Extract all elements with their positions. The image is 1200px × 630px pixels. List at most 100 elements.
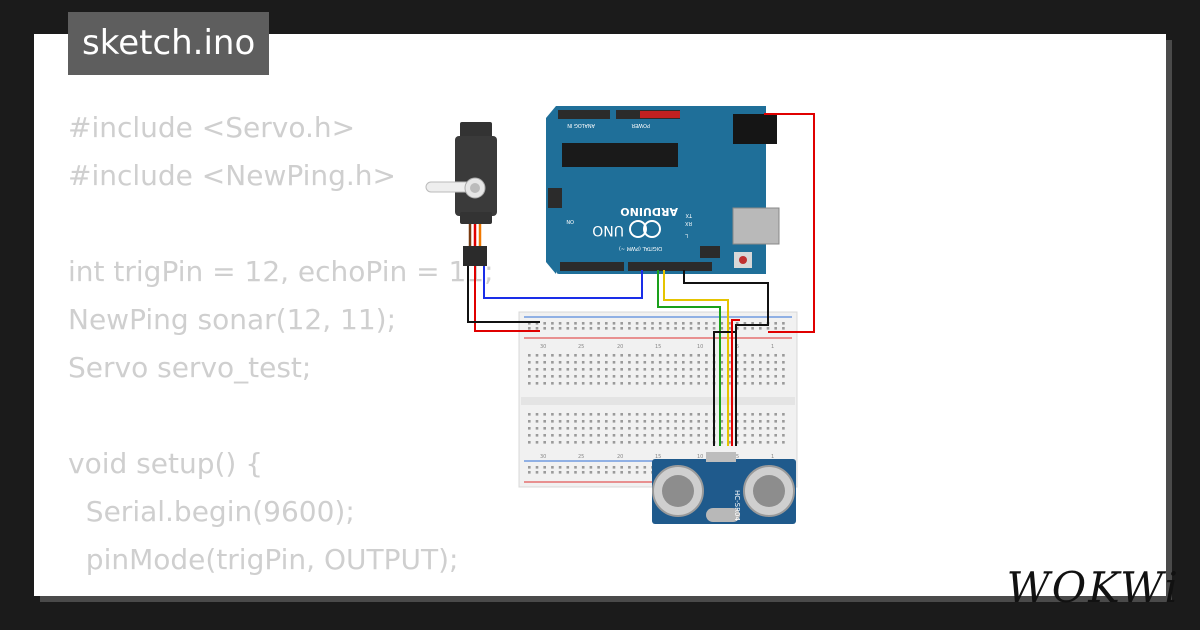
breadboard-hole	[528, 382, 531, 385]
breadboard-hole	[628, 354, 631, 357]
breadboard-hole	[735, 441, 739, 444]
l-label: L	[685, 232, 688, 238]
breadboard-hole	[628, 420, 631, 423]
breadboard-hole	[558, 375, 562, 378]
breadboard-hole	[682, 322, 685, 325]
breadboard-hole	[705, 434, 708, 437]
breadboard-hole	[635, 413, 639, 416]
breadboard-hole	[666, 327, 670, 330]
breadboard-hole	[666, 322, 670, 325]
breadboard-hole	[674, 375, 677, 378]
breadboard-hole	[735, 427, 739, 430]
breadboard-hole	[766, 327, 770, 330]
breadboard-hole	[620, 420, 623, 423]
breadboard-hole	[543, 322, 546, 325]
breadboard-hole	[666, 441, 670, 444]
breadboard-hole	[682, 375, 685, 378]
breadboard-hole	[628, 382, 631, 385]
breadboard-hole	[597, 361, 600, 364]
arduino-uno-board[interactable]: ARDUINO UNO DIGITAL (PWM ~) POWER ANALOG…	[546, 106, 780, 274]
breadboard-hole	[581, 441, 585, 444]
breadboard-hole	[743, 420, 747, 423]
breadboard-hole	[720, 327, 724, 330]
breadboard-hole	[782, 434, 785, 437]
breadboard-hole	[589, 427, 593, 430]
breadboard-hole	[620, 466, 623, 469]
breadboard-hole	[528, 471, 531, 474]
breadboard-hole	[628, 471, 631, 474]
breadboard-hole	[682, 441, 685, 444]
breadboard-hole	[674, 382, 677, 385]
breadboard-hole	[558, 322, 562, 325]
breadboard-hole	[735, 322, 739, 325]
arduino-brand-label: ARDUINO	[620, 205, 678, 218]
breadboard-hole	[705, 361, 708, 364]
breadboard-hole	[643, 368, 647, 371]
breadboard-hole	[658, 427, 662, 430]
breadboard-hole	[666, 368, 670, 371]
breadboard-hole	[589, 382, 593, 385]
breadboard-hole	[751, 427, 754, 430]
breadboard-hole	[774, 375, 777, 378]
servo-motor[interactable]	[425, 122, 497, 266]
breadboard-hole	[697, 420, 700, 423]
breadboard-hole	[643, 434, 647, 437]
breadboard-hole	[566, 361, 570, 364]
breadboard-hole	[658, 441, 662, 444]
bb-col-label: 30	[540, 344, 546, 350]
breadboard-hole	[535, 434, 539, 437]
file-tab[interactable]: sketch.ino	[68, 12, 270, 75]
breadboard-hole	[705, 420, 708, 423]
breadboard-hole	[705, 327, 708, 330]
breadboard-hole	[551, 434, 554, 437]
breadboard-hole	[535, 354, 539, 357]
bb-col-label: 25	[578, 344, 584, 350]
breadboard-hole	[759, 382, 762, 385]
breadboard-hole	[589, 466, 593, 469]
breadboard-hole	[666, 382, 670, 385]
breadboard-hole	[628, 466, 631, 469]
breadboard-hole	[666, 354, 670, 357]
ultrasonic-sensor[interactable]: HC-SR04	[652, 452, 796, 524]
breadboard-hole	[666, 434, 670, 437]
breadboard-hole	[782, 322, 785, 325]
breadboard-hole	[643, 382, 647, 385]
breadboard-hole	[605, 466, 608, 469]
breadboard-hole	[574, 420, 577, 423]
breadboard-hole	[558, 427, 562, 430]
breadboard-hole	[720, 441, 724, 444]
breadboard-hole	[620, 441, 623, 444]
breadboard-hole	[574, 322, 577, 325]
breadboard-hole	[566, 354, 570, 357]
breadboard-hole	[720, 413, 724, 416]
breadboard-hole	[697, 322, 700, 325]
breadboard-hole	[751, 441, 754, 444]
bb-col-label: 20	[617, 454, 623, 460]
breadboard-hole	[759, 427, 762, 430]
breadboard-hole	[689, 368, 693, 371]
breadboard-hole	[635, 471, 639, 474]
bb-col-label: 10	[697, 454, 703, 460]
breadboard-hole	[666, 361, 670, 364]
breadboard-hole	[605, 441, 608, 444]
breadboard-hole	[766, 368, 770, 371]
breadboard-hole	[751, 354, 754, 357]
breadboard-hole	[774, 427, 777, 430]
code-line: Servo servo_test;	[68, 351, 312, 384]
wokwi-logo: WOKWi	[1006, 563, 1180, 612]
breadboard-hole	[643, 354, 647, 357]
breadboard-hole	[728, 382, 731, 385]
breadboard-hole	[620, 382, 623, 385]
breadboard-hole	[543, 434, 546, 437]
breadboard-hole	[735, 327, 739, 330]
bb-col-label: 25	[578, 454, 584, 460]
breadboard-hole	[574, 441, 577, 444]
breadboard-hole	[689, 434, 693, 437]
breadboard-hole	[597, 382, 600, 385]
breadboard-hole	[589, 375, 593, 378]
breadboard-hole	[551, 413, 554, 416]
breadboard-hole	[620, 368, 623, 371]
breadboard-hole	[689, 327, 693, 330]
breadboard-holes	[528, 322, 785, 474]
breadboard-hole	[620, 361, 623, 364]
